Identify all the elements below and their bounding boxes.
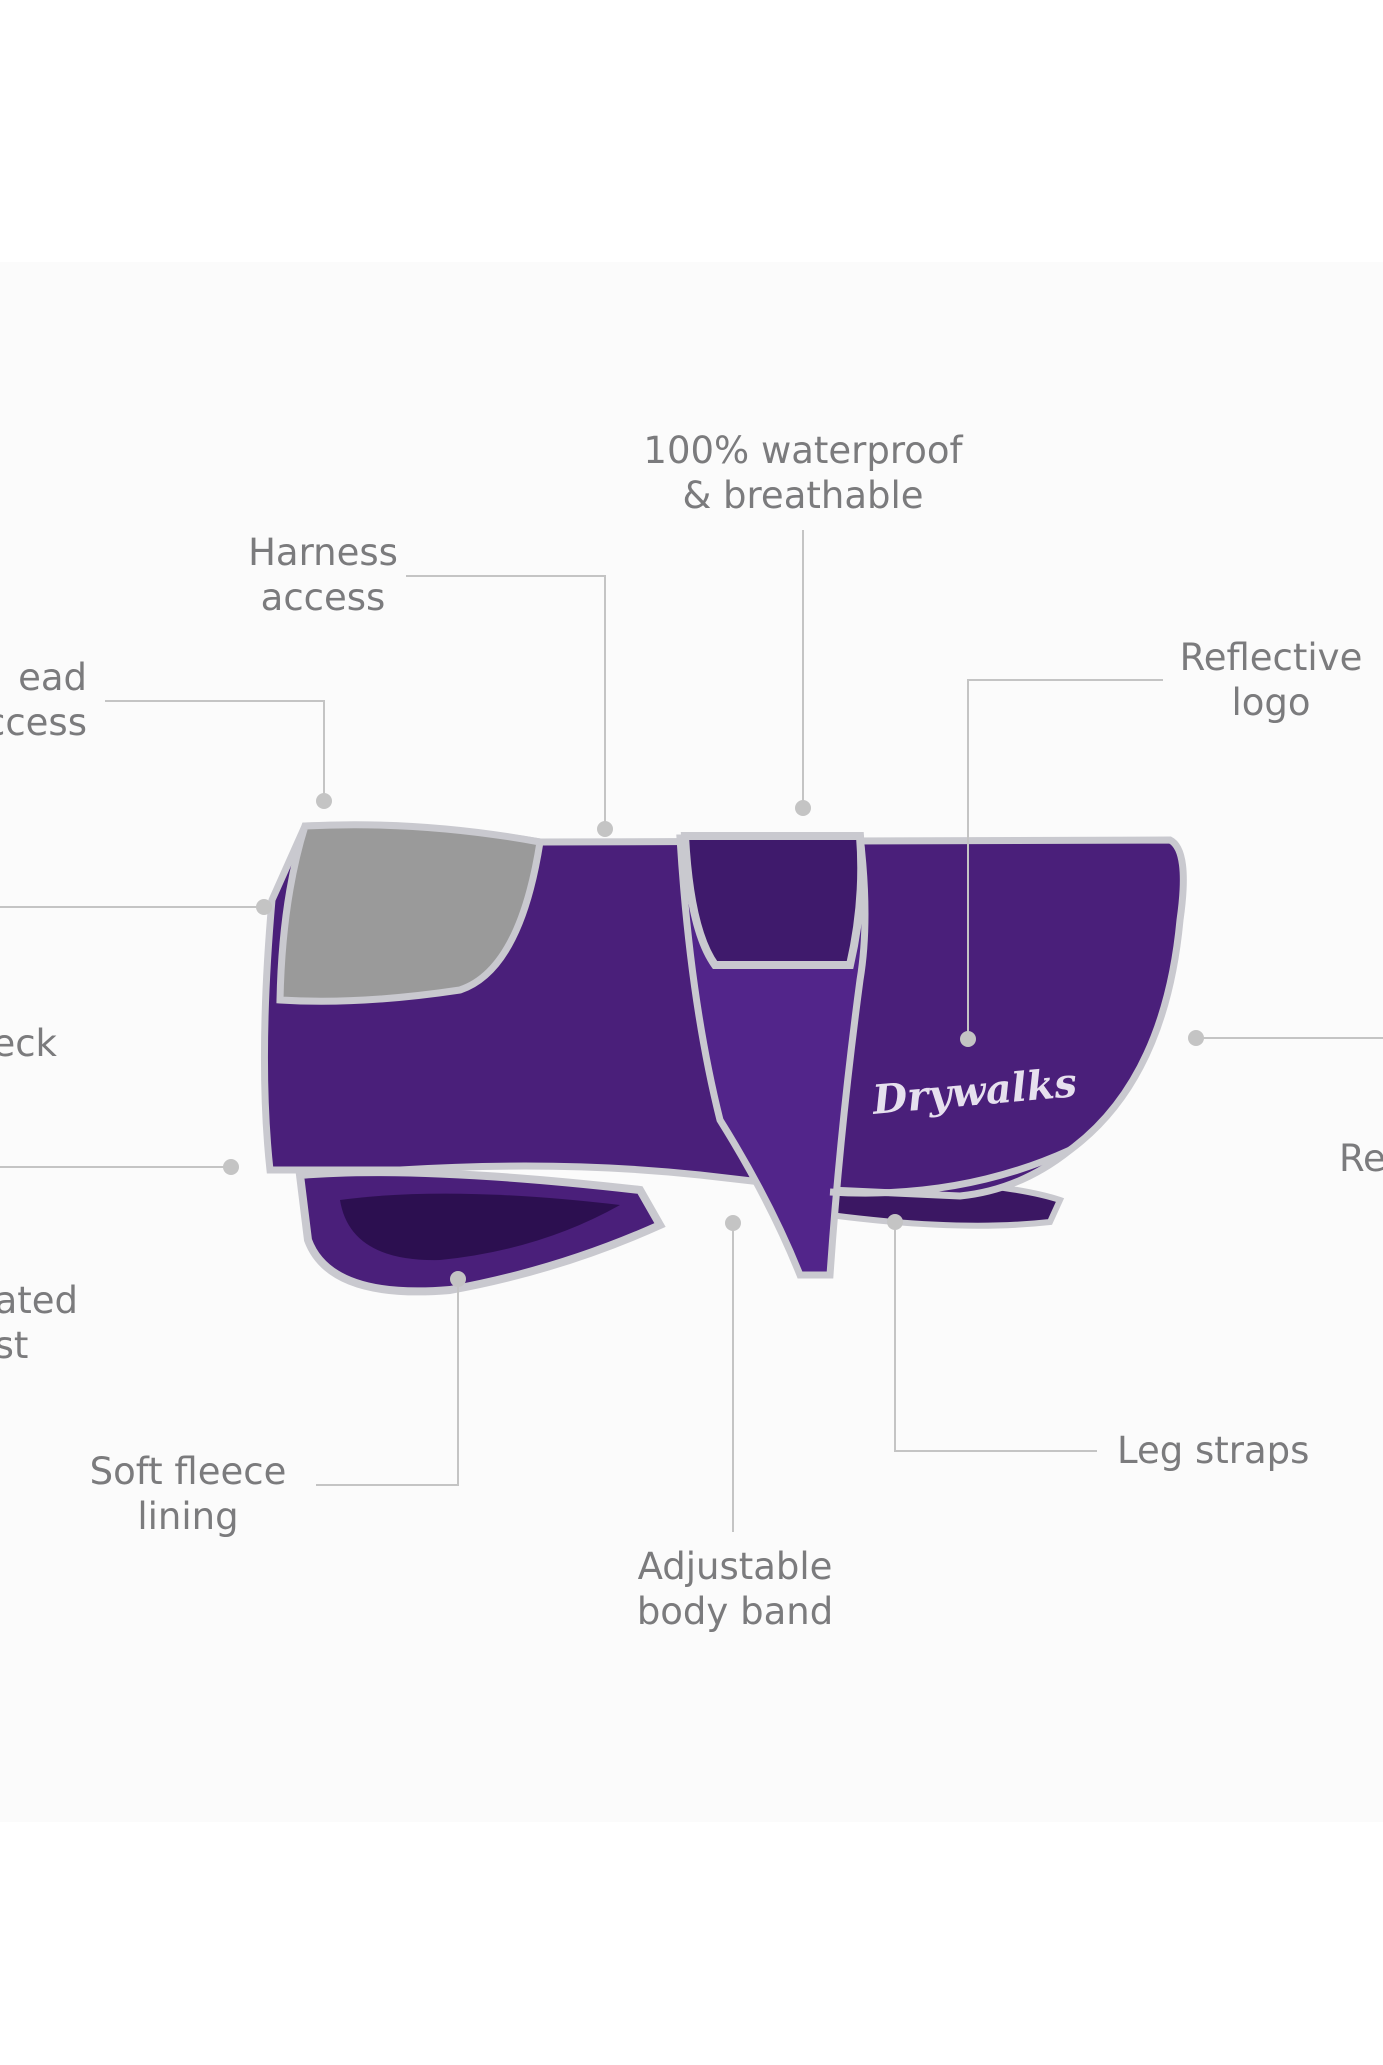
label-neck: eck xyxy=(0,1021,57,1066)
label-line: Soft fleece xyxy=(89,1450,287,1493)
fleece-collar xyxy=(276,821,544,1005)
label-reflective-edge: Re xyxy=(1339,1136,1383,1181)
label-adjustable-body-band: Adjustable body band xyxy=(637,1544,833,1634)
label-line: Harness xyxy=(248,531,398,574)
leader-fleece xyxy=(316,1279,459,1486)
label-line: st xyxy=(0,1324,29,1367)
label-line: body band xyxy=(636,1590,834,1633)
label-line: ated xyxy=(0,1279,78,1322)
leader-harness xyxy=(406,575,606,829)
dog-coat xyxy=(260,821,1187,1296)
label-soft-fleece-lining: Soft fleece lining xyxy=(90,1449,287,1539)
leader-lead xyxy=(105,700,325,801)
label-line: & breathable xyxy=(682,474,924,517)
label-waterproof: 100% waterproof & breathable xyxy=(643,428,962,518)
label-line: Reflective xyxy=(1179,636,1363,679)
label-line: eck xyxy=(0,1022,57,1065)
label-line: lining xyxy=(137,1495,239,1538)
label-lead-access: ead ccess xyxy=(0,655,87,745)
label-line: access xyxy=(260,576,386,619)
label-line: Adjustable xyxy=(637,1545,833,1588)
leader-dots xyxy=(223,793,1204,1287)
label-line: Leg straps xyxy=(1117,1429,1310,1472)
label-line: 100% waterproof xyxy=(643,429,963,472)
label-line: ead xyxy=(18,656,87,699)
label-reflective-logo: Reflective logo xyxy=(1180,635,1363,725)
label-harness-access: Harness access xyxy=(248,530,398,620)
leader-leg-straps xyxy=(894,1222,1097,1452)
leader-reflective-logo xyxy=(967,679,1163,1039)
label-line: logo xyxy=(1231,681,1311,724)
leader-lines xyxy=(0,530,1383,1532)
label-line: Re xyxy=(1339,1137,1383,1180)
label-leg-straps: Leg straps xyxy=(1117,1428,1309,1473)
label-line: ccess xyxy=(0,701,87,744)
body-band-loop xyxy=(680,832,866,969)
label-chest: ated st xyxy=(0,1278,78,1368)
